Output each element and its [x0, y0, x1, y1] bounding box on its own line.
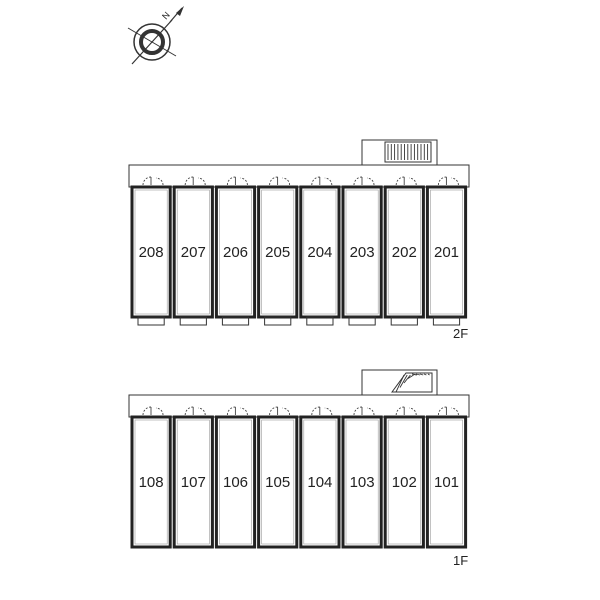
- door-icon: [142, 406, 164, 416]
- corridor-2f: [128, 164, 470, 188]
- room-103: 103: [341, 406, 383, 549]
- room-203: 203: [341, 176, 383, 326]
- floor-label-1f: 1F: [453, 553, 468, 568]
- room-number-label: 204: [307, 244, 332, 261]
- door-icon: [269, 176, 291, 186]
- room-number-label: 106: [223, 474, 248, 491]
- balcony: [432, 316, 461, 326]
- balcony: [221, 316, 250, 326]
- room-104: 104: [299, 406, 341, 549]
- room-208: 208: [130, 176, 172, 326]
- door-icon: [269, 406, 291, 416]
- room-number-label: 101: [434, 474, 459, 491]
- door-icon: [353, 406, 375, 416]
- room-101: 101: [425, 406, 468, 549]
- balcony: [179, 316, 207, 326]
- room-107: 107: [172, 406, 214, 549]
- room-number-label: 102: [392, 474, 417, 491]
- room-201: 201: [425, 176, 468, 326]
- door-icon: [226, 406, 248, 416]
- room-number-label: 207: [181, 244, 206, 261]
- balcony: [348, 316, 376, 326]
- room-202: 202: [383, 176, 425, 326]
- door-icon: [226, 176, 248, 186]
- room-number-label: 104: [307, 474, 332, 491]
- room-number-label: 108: [139, 474, 164, 491]
- room-number-label: 201: [434, 244, 459, 261]
- door-icon: [311, 176, 333, 186]
- room-205: 205: [257, 176, 299, 326]
- door-icon: [142, 176, 164, 186]
- room-number-label: 107: [181, 474, 206, 491]
- floor-2f-plan: 208 207 206 205 204 203 202 201 2F: [128, 139, 470, 341]
- balcony: [137, 316, 165, 326]
- balcony: [390, 316, 418, 326]
- door-icon: [353, 176, 375, 186]
- room-number-label: 208: [139, 244, 164, 261]
- corridor-1f: [128, 394, 470, 418]
- north-label: N: [160, 10, 172, 22]
- door-icon: [437, 176, 459, 186]
- room-number-label: 203: [350, 244, 375, 261]
- room-207: 207: [172, 176, 214, 326]
- room-206: 206: [214, 176, 257, 326]
- room-108: 108: [130, 406, 172, 549]
- stair-icon: [361, 369, 438, 395]
- room-number-label: 105: [265, 474, 290, 491]
- door-icon: [311, 406, 333, 416]
- room-number-label: 205: [265, 244, 290, 261]
- door-icon: [184, 176, 206, 186]
- room-105: 105: [257, 406, 299, 549]
- door-icon: [437, 406, 459, 416]
- balcony: [264, 316, 292, 326]
- door-icon: [395, 176, 417, 186]
- north-compass-icon: N: [127, 6, 184, 65]
- floor-label-2f: 2F: [453, 326, 468, 341]
- room-204: 204: [299, 176, 341, 326]
- room-number-label: 206: [223, 244, 248, 261]
- stair-icon: [361, 139, 438, 165]
- door-icon: [184, 406, 206, 416]
- room-106: 106: [214, 406, 257, 549]
- balcony: [306, 316, 334, 326]
- door-icon: [395, 406, 417, 416]
- room-number-label: 103: [350, 474, 375, 491]
- room-number-label: 202: [392, 244, 417, 261]
- floor-1f-plan: 108 107 106 105 104 103 102 101 1F: [128, 369, 470, 568]
- room-102: 102: [383, 406, 425, 549]
